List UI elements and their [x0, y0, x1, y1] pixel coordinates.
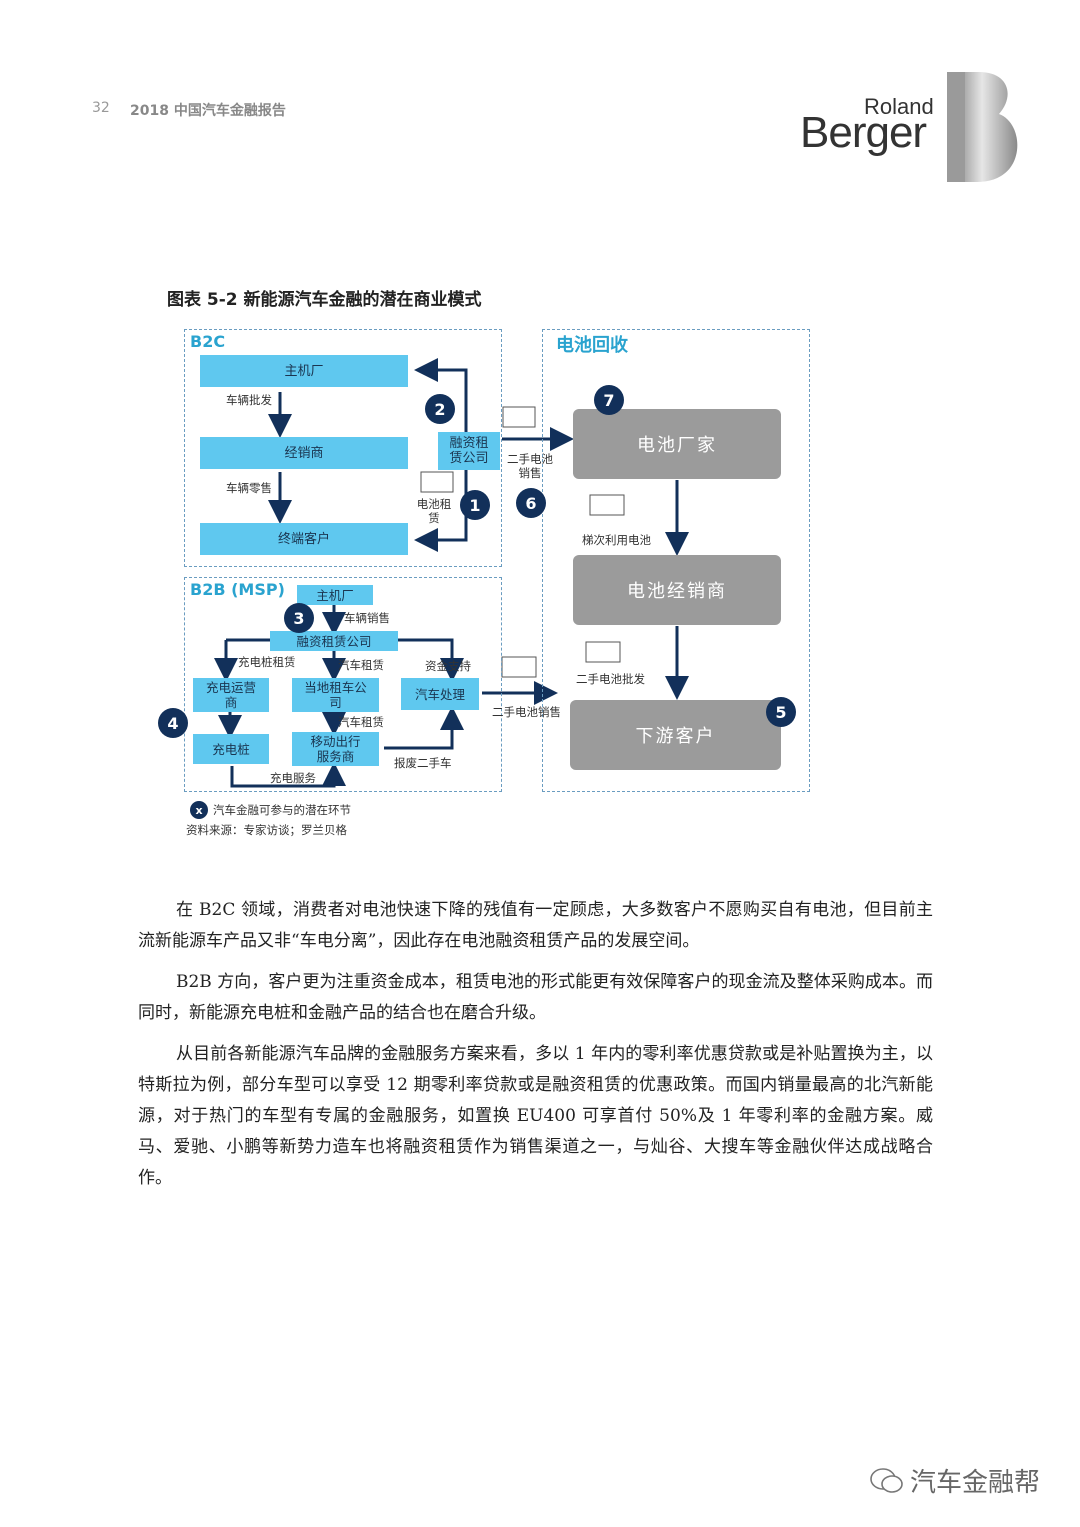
vehicle-sales-label: 车辆销售 — [344, 611, 390, 625]
leasing-co-line2: 赁公司 — [449, 451, 489, 466]
wechat-watermark: 汽车金融帮 — [870, 1462, 1040, 1499]
charging-pile-box: 充电桩 — [193, 734, 269, 764]
b2b-oem-box: 主机厂 — [297, 585, 373, 605]
b2b-panel — [184, 577, 502, 792]
figure-title: 图表 5-2 新能源汽车金融的潜在商业模式 — [167, 290, 482, 310]
logo-b-mark-icon — [947, 72, 1018, 182]
b2b-label: B2B (MSP) — [190, 580, 285, 599]
leasing-co-line1: 融资租 — [449, 436, 489, 451]
legend-badge: x — [190, 801, 208, 819]
badge-3: 3 — [284, 603, 314, 633]
vehicle-disposal-box: 汽车处理 — [401, 678, 479, 710]
b2c-dealer-box: 经销商 — [200, 437, 408, 469]
battery-lease-label: 电池租 赁 — [415, 497, 453, 525]
battery-dealer-box: 电池经销商 — [573, 555, 781, 625]
b2c-oem-box: 主机厂 — [200, 355, 408, 387]
local-rental-line2: 司 — [329, 695, 342, 710]
b2c-panel — [184, 329, 502, 567]
paragraph-3: 从目前各新能源汽车品牌的金融服务方案来看，多以 1 年内的零利率优惠贷款或是补贴… — [138, 1044, 933, 1188]
retail-label: 车辆零售 — [226, 481, 272, 495]
b2c-label: B2C — [190, 332, 226, 351]
b2c-leasing-company-box: 融资租 赁公司 — [438, 432, 500, 470]
page-number: 32 — [92, 100, 110, 116]
scrap-used-car-label: 报废二手车 — [394, 756, 452, 770]
cascade-use-label: 梯次利用电池 — [582, 533, 651, 547]
watermark-text: 汽车金融帮 — [910, 1468, 1041, 1498]
paragraph-1: 在 B2C 领域，消费者对电池快速下降的残值有一定顾虑，大多数客户不愿购买自有电… — [138, 900, 933, 951]
b2c-customer-box: 终端客户 — [200, 523, 408, 555]
mobility-line2: 服务商 — [316, 749, 355, 764]
report-title: 2018 中国汽车金融报告 — [130, 103, 286, 119]
wholesale-label: 车辆批发 — [226, 393, 272, 407]
used-battery-sales-line2: 销售 — [518, 466, 542, 480]
recycle-label: 电池回收 — [556, 335, 628, 356]
legend-text: 汽车金融可参与的潜在环节 — [213, 803, 351, 817]
used-battery-sales-line1: 二手电池 — [507, 452, 553, 466]
downstream-customer-box: 下游客户 — [570, 700, 781, 770]
badge-7: 7 — [594, 385, 624, 415]
battery-recycle-panel — [542, 329, 810, 792]
wechat-icon — [870, 1467, 903, 1493]
figure-source: 资料来源：专家访谈；罗兰贝格 — [186, 823, 347, 837]
used-battery-sales-label: 二手电池 销售 — [506, 452, 554, 480]
used-battery-sales-b2b-label: 二手电池销售 — [492, 705, 561, 719]
local-rental-company-box: 当地租车公 司 — [292, 678, 379, 712]
badge-5: 5 — [766, 697, 796, 727]
diagram-connectors — [214, 358, 689, 788]
logo-text-roland: Roland — [864, 94, 934, 119]
charging-operator-line2: 商 — [224, 695, 238, 710]
mobility-line1: 移动出行 — [310, 734, 361, 749]
badge-2: 2 — [425, 394, 455, 424]
badge-1: 1 — [460, 490, 490, 520]
battery-lease-line1: 电池租 — [416, 497, 452, 511]
mobility-service-provider-box: 移动出行 服务商 — [292, 732, 379, 766]
local-rental-line1: 当地租车公 — [304, 680, 367, 695]
roland-berger-logo: Roland Berger — [800, 72, 1025, 184]
charger-lease-label: 充电桩租赁 — [238, 655, 296, 669]
battery-manufacturer-box: 电池厂家 — [573, 409, 781, 479]
charging-operator-box: 充电运营 商 — [193, 678, 269, 712]
badge-6: 6 — [516, 488, 546, 518]
car-lease-label: 汽车租赁 — [338, 658, 384, 672]
charging-operator-line1: 充电运营 — [205, 680, 256, 695]
logo-text-berger: Berger — [800, 108, 927, 157]
battery-lease-line2: 赁 — [428, 511, 440, 525]
b2b-leasing-company-box: 融资租赁公司 — [270, 631, 398, 651]
funding-label: 资金支持 — [425, 659, 471, 673]
badge-4: 4 — [158, 708, 188, 738]
car-lease-label-2: 汽车租赁 — [338, 715, 384, 729]
used-battery-wholesale-label: 二手电池批发 — [576, 672, 645, 686]
charging-service-label: 充电服务 — [270, 771, 316, 785]
paragraph-2: B2B 方向，客户更为注重资金成本，租赁电池的形式能更有效保障客户的现金流及整体… — [138, 972, 934, 1023]
